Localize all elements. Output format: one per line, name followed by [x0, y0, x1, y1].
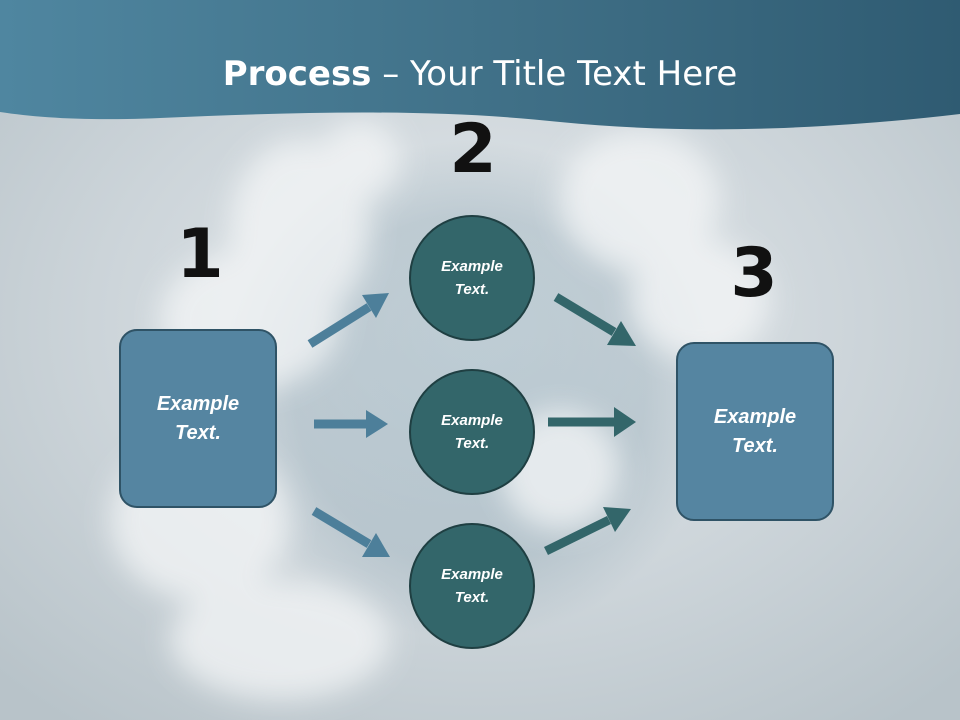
circle-bottom-text: Example Text.: [441, 566, 503, 606]
title-bold: Process: [222, 54, 372, 94]
arrow-left-to-bottom: [311, 507, 390, 557]
slide-title: Process – Your Title Text Here: [0, 52, 960, 96]
step-number-2: 2: [449, 110, 497, 189]
circle-middle: Example Text.: [409, 369, 535, 495]
arrow-left-to-top: [307, 293, 389, 348]
arrow-top-to-right: [553, 293, 636, 346]
right-box: Example Text.: [676, 342, 834, 521]
title-rest: – Your Title Text Here: [371, 54, 738, 94]
left-box: Example Text.: [119, 329, 277, 508]
circle-middle-text: Example Text.: [441, 412, 503, 452]
circle-top-text: Example Text.: [441, 258, 503, 298]
arrow-middle-to-right: [548, 407, 636, 437]
left-box-text: Example Text.: [156, 392, 240, 444]
arrow-bottom-to-right: [544, 507, 631, 556]
step-number-3: 3: [730, 234, 778, 313]
step-number-1: 1: [176, 215, 224, 294]
arrow-left-to-middle: [314, 410, 388, 438]
circle-bottom: Example Text.: [409, 523, 535, 649]
right-box-text: Example Text.: [713, 405, 797, 457]
circle-top: Example Text.: [409, 215, 535, 341]
